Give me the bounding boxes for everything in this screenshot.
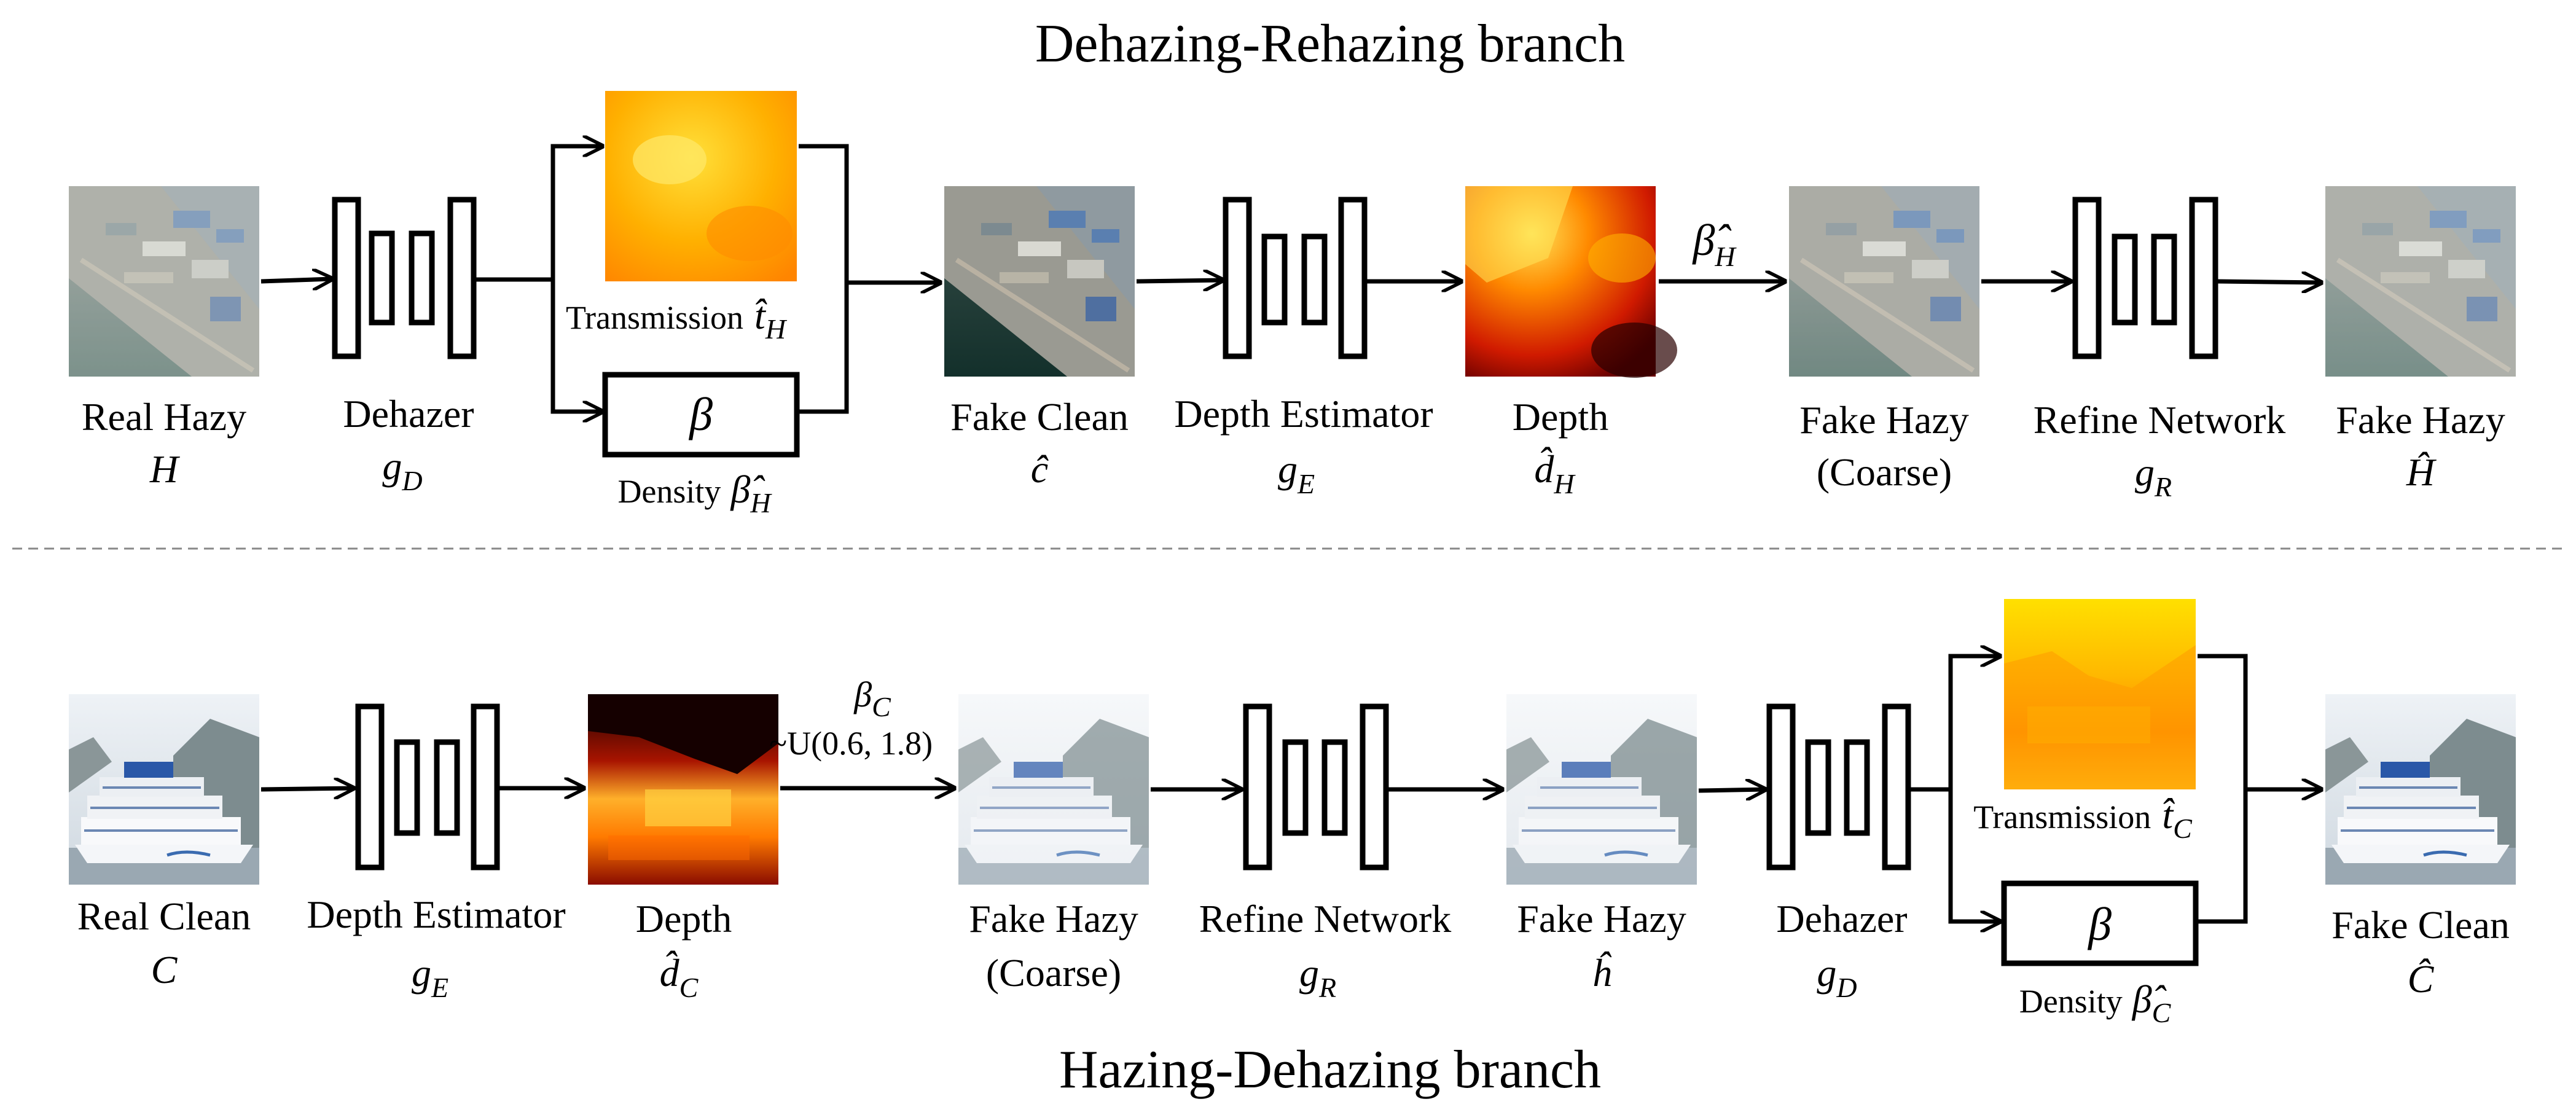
beta-distribution-label: ~U(0.6, 1.8)	[769, 725, 933, 762]
refine-network-top-symbol: gR	[2135, 450, 2172, 503]
density-box-top	[602, 372, 800, 458]
arrow-to-density-top	[550, 280, 602, 412]
transmission-map-bottom	[2004, 599, 2196, 789]
fake-clean-image	[944, 186, 1135, 377]
real-hazy-image	[69, 186, 259, 377]
depth-estimator-bottom-label: Depth Estimator	[307, 893, 565, 936]
fake-hazy-coarse-image-bottom	[958, 694, 1149, 885]
beta-C-label: βC	[853, 675, 891, 722]
depth-estimator-top-label: Depth Estimator	[1174, 392, 1433, 436]
depth-bottom-symbol: d̂C	[660, 950, 699, 1003]
fake-hazy-bottom-symbol: ĥ	[1592, 951, 1612, 995]
real-hazy-label: Real Hazy	[82, 395, 246, 439]
top-branch-title: Dehazing-Rehazing branch	[1035, 14, 1625, 74]
fake-hazy-top-label: Fake Hazy	[2336, 398, 2505, 442]
dehazer-label: Dehazer	[343, 392, 474, 436]
fake-hazy-coarse-top-label: Fake Hazy	[1799, 398, 1968, 442]
arrow-to-fake-hazy-top	[2217, 281, 2321, 283]
dehazer-bottom-label: Dehazer	[1776, 897, 1907, 941]
fake-clean-bottom-label: Fake Clean	[2331, 903, 2510, 947]
dehazer-network-icon	[332, 197, 477, 359]
dehazer-symbol: gD	[382, 444, 422, 496]
depth-map-top	[1465, 186, 1677, 378]
dehazer-network-icon-bottom	[1766, 703, 1911, 870]
depth-map-bottom	[588, 694, 778, 885]
dehazer-bottom-symbol: gD	[1817, 951, 1857, 1003]
refine-network-icon-top	[2072, 197, 2218, 359]
transmission-map-top	[605, 91, 797, 281]
arrow-to-transmission-top	[550, 146, 602, 280]
fake-hazy-bottom-label: Fake Hazy	[1517, 897, 1686, 941]
arrow-to-depth-estimator-top	[1136, 280, 1223, 281]
depth-top-label: Depth	[1513, 395, 1608, 439]
fake-hazy-coarse-bottom-label: Fake Hazy	[969, 897, 1138, 941]
depth-top-symbol: d̂H	[1534, 447, 1576, 499]
fake-clean-image-bottom	[2325, 694, 2516, 885]
depth-estimator-network-icon-bottom	[355, 703, 500, 870]
density-box-bottom-beta: β	[2087, 899, 2112, 950]
arrow-to-density-bottom	[1948, 789, 2000, 921]
arrow-to-transmission-bottom	[1948, 656, 2000, 789]
density-box-top-beta: β	[688, 389, 713, 440]
fake-hazy-image-bottom	[1506, 694, 1697, 885]
fake-clean-label: Fake Clean	[950, 395, 1129, 439]
fake-hazy-top-symbol: Ĥ	[2406, 450, 2437, 494]
fake-hazy-coarse-bottom-label2: (Coarse)	[986, 951, 1121, 995]
refine-network-bottom-label: Refine Network	[1199, 897, 1452, 941]
arrow-hazy-to-dehazer	[260, 279, 332, 281]
real-clean-image	[69, 694, 259, 885]
fake-clean-bottom-symbol: Ĉ	[2408, 957, 2435, 1001]
beta-hat-H-label: β̂H	[1691, 216, 1737, 272]
depth-estimator-top-symbol: gE	[1278, 447, 1315, 499]
fake-clean-symbol: ĉ	[1031, 447, 1049, 491]
real-clean-label: Real Clean	[77, 894, 251, 938]
depth-bottom-label: Depth	[636, 897, 732, 941]
density-box-bottom	[2001, 880, 2199, 966]
fake-hazy-coarse-image-top	[1789, 186, 1979, 377]
depth-estimator-bottom-symbol: gE	[412, 951, 448, 1003]
real-clean-symbol: C	[151, 948, 178, 992]
merge-bracket-top	[799, 144, 849, 414]
fake-hazy-image-top	[2325, 186, 2516, 377]
refine-network-top-label: Refine Network	[2034, 398, 2286, 442]
real-hazy-symbol: H	[149, 447, 181, 491]
fake-hazy-coarse-top-label2: (Coarse)	[1817, 450, 1952, 494]
depth-estimator-network-icon-top	[1223, 197, 1368, 359]
refine-network-bottom-symbol: gR	[1299, 951, 1336, 1003]
merge-bracket-bottom	[2198, 654, 2248, 924]
refine-network-icon-bottom	[1243, 703, 1389, 870]
arrow-to-dehazer-bottom	[1698, 789, 1765, 791]
bottom-branch-title: Hazing-Dehazing branch	[1059, 1040, 1601, 1100]
arrow-to-depth-estimator-bottom	[260, 788, 353, 789]
